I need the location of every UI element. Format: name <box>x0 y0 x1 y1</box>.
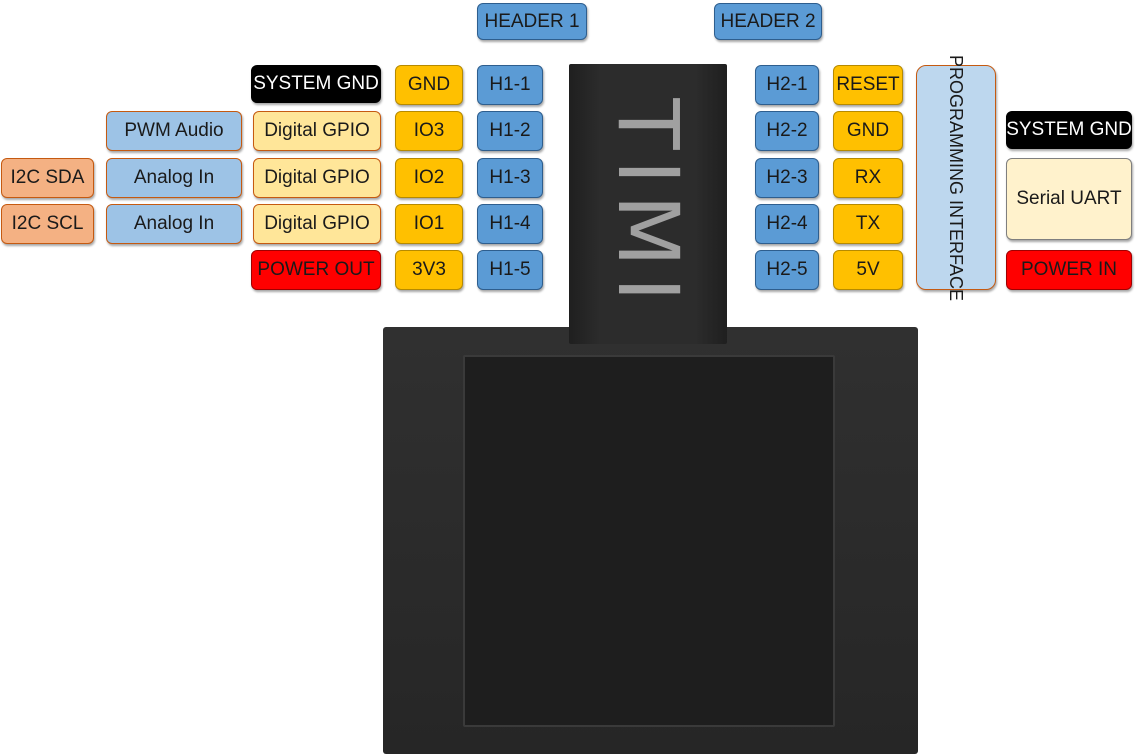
header1-function-power-out: POWER OUT <box>251 250 381 290</box>
header1-signal-io3: IO3 <box>395 111 463 151</box>
header1-pin-2: H1-2 <box>477 111 543 151</box>
header1-pin-5: H1-5 <box>477 250 543 290</box>
header2-signal-reset: RESET <box>833 65 903 105</box>
header1-signal-3v3: 3V3 <box>395 250 463 290</box>
header1-i2c-sda: I2C SDA <box>1 158 94 198</box>
header1-function-digital-gpio-3: Digital GPIO <box>253 204 381 244</box>
header2-pin-3: H2-3 <box>755 158 819 198</box>
header2-function-power-in: POWER IN <box>1006 250 1132 290</box>
header1-function-digital-gpio-1: Digital GPIO <box>253 111 381 151</box>
header2-function-serial-uart: Serial UART <box>1006 158 1132 240</box>
header1-alt-analog-in-1: Analog In <box>106 158 242 198</box>
header2-signal-gnd: GND <box>833 111 903 151</box>
header1-function-digital-gpio-2: Digital GPIO <box>253 158 381 198</box>
header1-pin-1: H1-1 <box>477 65 543 105</box>
header-2-title: HEADER 2 <box>714 3 822 40</box>
header2-function-system-gnd: SYSTEM GND <box>1006 111 1132 149</box>
header1-alt-analog-in-2: Analog In <box>106 204 242 244</box>
header1-pin-3: H1-3 <box>477 158 543 198</box>
board-connector-stem <box>569 64 727 344</box>
header1-pin-4: H1-4 <box>477 204 543 244</box>
header2-pin-2: H2-2 <box>755 111 819 151</box>
header1-alt-pwm-audio: PWM Audio <box>106 111 242 151</box>
header1-signal-io2: IO2 <box>395 158 463 198</box>
header2-signal-rx: RX <box>833 158 903 198</box>
programming-interface-text: PROGRAMMING INTERFACE <box>946 54 966 301</box>
header1-function-system-gnd: SYSTEM GND <box>251 65 381 103</box>
header2-pin-5: H2-5 <box>755 250 819 290</box>
brand-logo: TIMI <box>599 98 697 312</box>
header1-signal-io1: IO1 <box>395 204 463 244</box>
header1-i2c-scl: I2C SCL <box>1 204 94 244</box>
header-1-title: HEADER 1 <box>477 3 587 40</box>
header1-signal-gnd: GND <box>395 65 463 105</box>
programming-interface-label: PROGRAMMING INTERFACE <box>916 55 996 301</box>
header2-signal-tx: TX <box>833 204 903 244</box>
header2-pin-4: H2-4 <box>755 204 819 244</box>
board-display <box>463 355 835 727</box>
header2-signal-5v: 5V <box>833 250 903 290</box>
header2-pin-1: H2-1 <box>755 65 819 105</box>
